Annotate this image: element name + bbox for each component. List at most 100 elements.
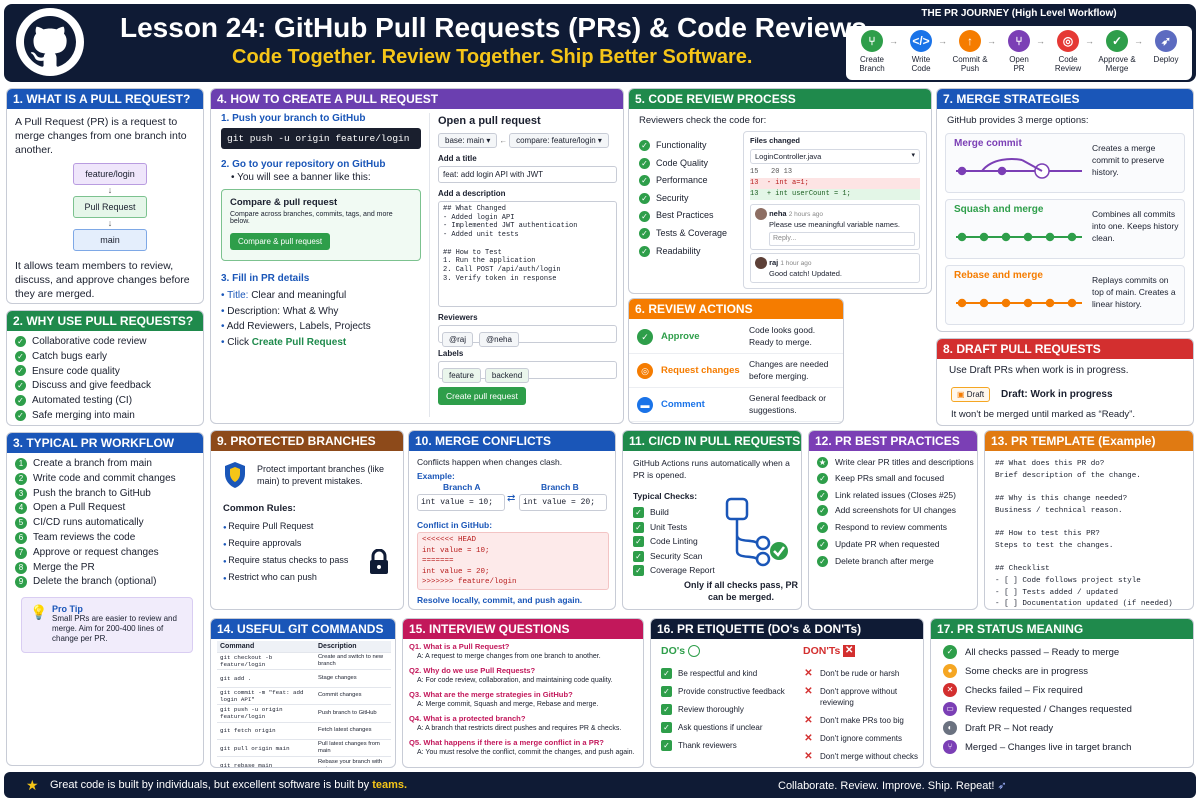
- check-icon: ✓: [15, 380, 26, 392]
- reply-input[interactable]: Reply...: [769, 232, 915, 246]
- label-chip[interactable]: backend: [484, 368, 530, 383]
- rule-item: ● Require approvals: [223, 536, 348, 553]
- check-icon: ✓: [639, 192, 650, 204]
- resolve-note: Resolve locally, commit, and push again.: [417, 595, 583, 605]
- answer: A: You must resolve the conflict, commit…: [417, 749, 635, 757]
- bullet: ●: [223, 576, 229, 582]
- reviewer-chip[interactable]: @raj: [442, 332, 474, 347]
- bullet: •: [221, 321, 227, 332]
- review-comment: neha 2 hours ago Please use meaningful v…: [750, 204, 920, 250]
- workflow-step-label: Push the branch to GitHub: [33, 487, 151, 499]
- status-label: Review requested / Changes requested: [965, 704, 1132, 715]
- dont-label: Don't make PRs too big: [820, 716, 904, 725]
- review-criterion: ✓Tests & Coverage: [639, 225, 749, 243]
- section-pr-etiquette: 16. PR ETIQUETTE (DO's & DON'Ts) DO's ✓B…: [650, 618, 924, 768]
- workflow-step-label: Open a Pull Request: [33, 502, 126, 514]
- description-cell: Rebase your branch with main: [318, 758, 383, 767]
- check-icon: ✓: [633, 521, 644, 533]
- files-changed-label: Files changed: [750, 136, 801, 145]
- check-icon: ✓: [633, 507, 644, 519]
- pr-title-input[interactable]: feat: add login API with JWT: [438, 166, 617, 183]
- ci-check-label: Code Linting: [650, 536, 698, 546]
- section-draft-prs: 8. DRAFT PULL REQUESTS Use Draft PRs whe…: [936, 338, 1194, 426]
- arrow-right-icon: →: [938, 36, 947, 46]
- create-pull-request-button[interactable]: Create pull request: [438, 387, 526, 405]
- circle-icon: [688, 645, 701, 658]
- check-icon: ✓: [661, 722, 672, 734]
- qa-item: Q4. What is a protected branch?A: A bran…: [409, 714, 643, 734]
- rule-item: ● Require status checks to pass: [223, 553, 348, 570]
- best-practice-item: ✓Respond to review comments: [817, 522, 977, 534]
- x-icon: ✕: [804, 686, 813, 697]
- journey-step: ⑂Open PR: [995, 30, 1043, 73]
- status-item: ◐Draft PR – Not ready: [943, 719, 1132, 738]
- check-icon: ✓: [661, 686, 672, 698]
- section-title: 13. PR TEMPLATE (Example): [985, 431, 1193, 451]
- title-label: Add a title: [438, 154, 477, 163]
- banner-desc: Compare across branches, commits, tags, …: [230, 211, 393, 225]
- status-icon: ◐: [943, 721, 957, 736]
- review-criterion-label: Security: [656, 192, 689, 203]
- reviewer-chip[interactable]: @neha: [479, 332, 519, 347]
- journey-step-label: Deploy: [1153, 55, 1179, 64]
- file-name[interactable]: LoginController.java▾: [750, 149, 920, 164]
- rule-label: Restrict who can push: [228, 572, 317, 582]
- base-branch-select[interactable]: base: main ▾: [438, 133, 498, 148]
- best-practice-label: Update PR when requested: [835, 539, 940, 549]
- compare-pull-request-button[interactable]: Compare & pull request: [230, 233, 331, 250]
- workflow-step-label: Approve or request changes: [33, 546, 159, 558]
- check-icon: ✓: [15, 395, 26, 407]
- status-label: All checks passed – Ready to merge: [965, 647, 1120, 658]
- do-label: Be respectful and kind: [678, 669, 758, 678]
- step-number: 9: [15, 576, 27, 589]
- rules-title: Common Rules:: [223, 503, 296, 514]
- label-chip[interactable]: feature: [442, 368, 481, 383]
- section-what-is-pr: 1. WHAT IS A PULL REQUEST? A Pull Reques…: [6, 88, 204, 304]
- ci-check: ✓Security Scan: [633, 549, 715, 564]
- check-icon: ✓: [15, 365, 26, 377]
- x-icon: ✕: [804, 733, 813, 744]
- pro-tip-text: Small PRs are easier to review and merge…: [52, 614, 177, 643]
- check-icon: ✓: [817, 472, 828, 484]
- pr-description-textarea[interactable]: ## What Changed - Added login API - Impl…: [438, 201, 617, 307]
- compare-branch-select[interactable]: compare: feature/login ▾: [509, 133, 609, 148]
- question: Q3. What are the merge strategies in Git…: [409, 690, 573, 700]
- step-number: 5: [15, 517, 27, 530]
- list-item-label: Discuss and give feedback: [32, 380, 151, 392]
- question: Q4. What is a protected branch?: [409, 714, 526, 724]
- do-label: Review thoroughly: [678, 705, 744, 714]
- ci-check: ✓Coverage Report: [633, 563, 715, 578]
- dont-label: Don't merge without checks: [820, 752, 919, 761]
- conflict-label: Conflict in GitHub:: [417, 520, 493, 530]
- rocket-icon: ➶: [997, 780, 1007, 792]
- review-criterion-label: Readability: [656, 245, 701, 256]
- journey-step-icon: ◎: [1057, 30, 1079, 52]
- review-criterion-label: Functionality: [656, 140, 707, 150]
- list-item: ✓Collaborative code review: [15, 335, 195, 350]
- step-2-label: 2. Go to your repository on GitHub: [221, 159, 386, 170]
- x-icon: ✕: [804, 715, 813, 726]
- workflow-step-label: Merge the PR: [33, 561, 95, 573]
- do-item: ✓Thank reviewers: [661, 737, 785, 755]
- do-label: Provide constructive feedback: [678, 687, 785, 696]
- section-title: 17. PR STATUS MEANING: [931, 619, 1193, 639]
- arrow-right-icon: →: [1036, 36, 1045, 46]
- workflow-step-label: Team reviews the code: [33, 531, 136, 543]
- create-pr-link[interactable]: Create Pull Request: [251, 336, 347, 348]
- section-pr-template: 13. PR TEMPLATE (Example) ## What does t…: [984, 430, 1194, 610]
- check-icon: ✓: [639, 175, 650, 187]
- intro-text: A Pull Request (PR) is a request to merg…: [15, 116, 187, 156]
- ci-note: Only if all checks pass, PR can be merge…: [683, 580, 799, 602]
- arrow-right-icon: →: [889, 36, 898, 46]
- section-title: 8. DRAFT PULL REQUESTS: [937, 339, 1193, 359]
- journey-step-icon: ↑: [959, 30, 981, 52]
- reviewers-field[interactable]: @raj @neha: [438, 325, 617, 347]
- arrow-right-icon: →: [987, 36, 996, 46]
- draft-note: It won't be merged until marked as “Read…: [951, 409, 1135, 420]
- x-icon: ✕: [804, 668, 813, 679]
